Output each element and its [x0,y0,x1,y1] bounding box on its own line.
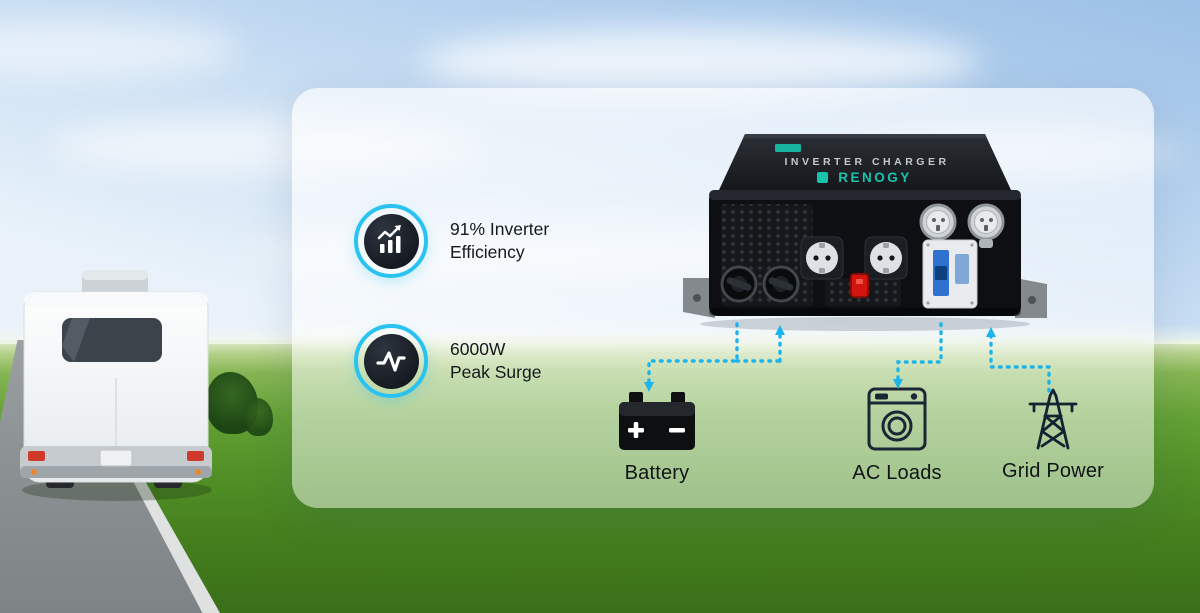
lid-teal-label [775,144,801,152]
rv-indicator-light [31,469,37,475]
surge-line2: Peak Surge [450,362,542,382]
body-top-edge [709,190,1021,200]
growth-chart-icon [377,225,401,253]
inverter-shadow [700,317,1030,331]
screw-hole [693,294,701,302]
rv-license-plate [99,449,133,467]
grid-power-label: Grid Power [1001,460,1105,482]
efficiency-line1: 91% Inverter [450,219,550,239]
waveform-icon [376,351,406,372]
rv-taillight [187,451,204,461]
ac-loads-label: AC Loads [852,462,942,484]
battery-terminal [762,265,800,303]
transmission-tower-icon [1028,388,1078,450]
info-card: 91% Inverter Efficiency 6000W Peak Surge [292,88,1154,508]
feature-surge: 6000W Peak Surge [354,324,541,398]
rv-taillight [28,451,45,461]
rv-rear-window [62,318,162,362]
body-bottom-shade [709,308,1021,316]
brand-logo-icon [817,172,828,183]
battery-icon [619,392,695,450]
battery-terminal [720,265,758,303]
breaker-panel [922,239,978,309]
cloud [420,28,980,98]
washing-machine-icon [867,387,927,451]
surge-badge [354,324,428,398]
cloud [0,18,240,80]
ac-loads-node: AC Loads [837,386,957,485]
efficiency-line2: Efficiency [450,242,525,262]
product-top-label: INVERTER CHARGER [784,156,949,168]
rv-window-reflection [62,318,90,362]
surge-line1: 6000W [450,339,506,359]
ac-outlet [800,236,844,280]
efficiency-label: 91% Inverter Efficiency [450,218,549,264]
screw-hole [1028,296,1036,304]
twist-lock-outlet [967,203,1005,248]
rv-bumper-lower [20,466,212,478]
inverter-product-image: INVERTER CHARGER RENOGY [675,128,1055,333]
efficiency-badge-inner [363,213,419,269]
bush [243,398,273,436]
inverter-charger: INVERTER CHARGER RENOGY [683,134,1047,331]
power-switch [850,273,869,298]
feature-efficiency: 91% Inverter Efficiency [354,204,549,278]
rv-camper [20,270,212,501]
grid-power-node: Grid Power [993,388,1113,483]
ac-outlet [864,236,908,280]
battery-node: Battery [597,390,717,485]
rv-roof-edge [24,292,208,308]
rv-indicator-light [195,469,201,475]
surge-badge-inner [363,333,419,389]
brand-name: RENOGY [838,170,912,185]
battery-label: Battery [624,462,690,484]
rv-roof-ac-highlight [82,270,148,280]
lid-highlight [743,134,987,138]
efficiency-badge [354,204,428,278]
surge-label: 6000W Peak Surge [450,338,541,384]
